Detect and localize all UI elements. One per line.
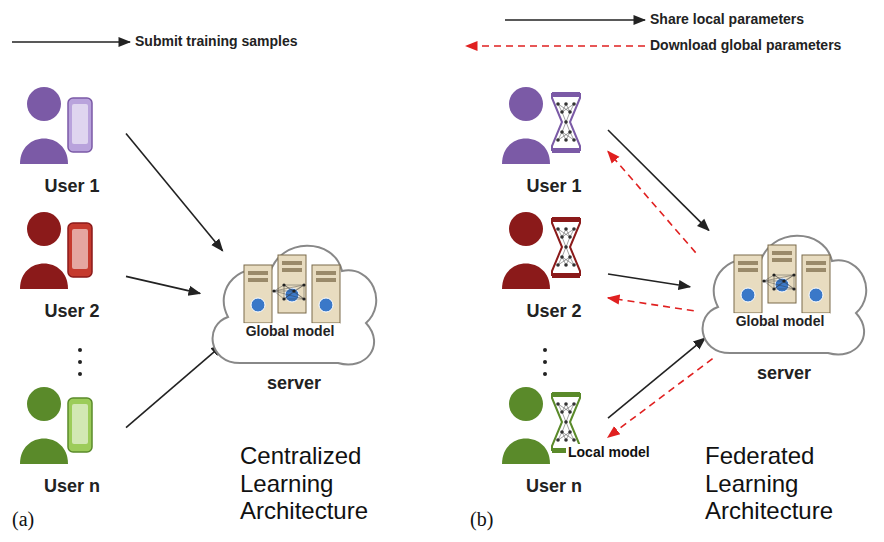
model-label: Global model: [240, 323, 340, 339]
server-label: server: [690, 363, 878, 384]
download-arrow: [608, 151, 696, 252]
user-node: User 2: [18, 205, 126, 324]
subfigure-tag: (a): [12, 508, 34, 531]
user-icon: [500, 80, 600, 172]
legend-line-sample: [12, 41, 130, 43]
server-cloud: [200, 225, 380, 375]
upload-arrow: [126, 134, 223, 251]
legend-dashed-sample: [466, 45, 645, 47]
upload-arrow: [126, 345, 223, 428]
upload-arrow: [608, 274, 690, 287]
upload-arrow: [608, 338, 705, 418]
server-cloud: [690, 215, 870, 365]
user-node: User 1: [18, 80, 126, 199]
user-label: User 2: [18, 301, 126, 322]
download-arrow: [608, 359, 713, 437]
user-node: User 2: [500, 205, 608, 324]
model-label: Global model: [730, 313, 830, 329]
upload-arrow: [608, 130, 709, 230]
subfigure-tag: (b): [470, 508, 493, 531]
legend-text: Download global parameters: [650, 37, 841, 53]
user-label: User n: [18, 476, 126, 497]
user-icon: [18, 205, 118, 297]
user-node: User 1: [500, 80, 608, 199]
user-label: User 1: [18, 176, 126, 197]
upload-arrow: [126, 276, 200, 293]
user-icon: [500, 205, 600, 297]
download-arrow: [608, 298, 694, 311]
user-node: User n: [500, 380, 608, 499]
local-model-label: Local model: [566, 444, 652, 460]
server-node: Global model server: [690, 215, 878, 386]
server-label: server: [200, 373, 388, 394]
server-node: Global model server: [200, 225, 388, 396]
caption-text: Centralized Learning Architecture: [240, 442, 408, 525]
caption-text: Federated Learning Architecture: [705, 442, 877, 525]
user-label: User 2: [500, 301, 608, 322]
legend-text: Submit training samples: [135, 33, 298, 49]
user-icon: [18, 80, 118, 172]
legend-text: Share local parameters: [650, 11, 804, 27]
user-node: User n: [18, 380, 126, 499]
user-label: User n: [500, 476, 608, 497]
legend-line-sample: [505, 19, 645, 21]
user-icon: [18, 380, 118, 472]
user-label: User 1: [500, 176, 608, 197]
